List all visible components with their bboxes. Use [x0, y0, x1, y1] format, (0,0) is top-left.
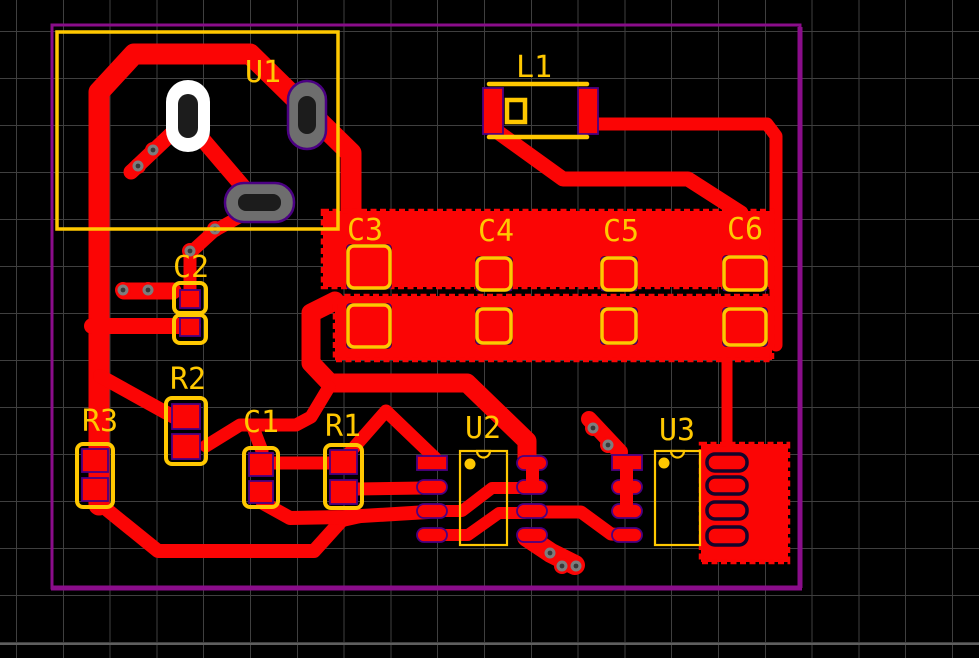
u2-notch: [475, 449, 492, 459]
component-c4[interactable]: [475, 256, 513, 345]
component-r1[interactable]: [323, 443, 364, 510]
via[interactable]: [115, 282, 131, 298]
u2-pin1-dot: [464, 458, 476, 470]
copper-pour-top[interactable]: [320, 208, 775, 290]
via[interactable]: [542, 545, 558, 561]
component-c1[interactable]: [242, 446, 280, 509]
refdes-label-u2[interactable]: U2: [465, 411, 501, 446]
trace[interactable]: [426, 507, 530, 541]
via[interactable]: [568, 558, 584, 574]
trace[interactable]: [88, 43, 362, 516]
l1-pin1-marker: [504, 97, 528, 125]
component-u3-pads[interactable]: [611, 454, 643, 543]
grid-major-line: [0, 643, 979, 645]
trace[interactable]: [93, 369, 181, 424]
via[interactable]: [145, 142, 161, 158]
refdes-label-c1[interactable]: C1: [243, 405, 279, 440]
component-c3[interactable]: [346, 244, 392, 349]
u3-outline[interactable]: [653, 449, 702, 547]
u1-courtyard[interactable]: [55, 30, 340, 231]
refdes-label-u1[interactable]: U1: [245, 55, 281, 90]
trace[interactable]: [199, 380, 336, 453]
trace[interactable]: [487, 122, 749, 221]
refdes-label-l1[interactable]: L1: [516, 50, 552, 85]
refdes-label-c4[interactable]: C4: [478, 214, 514, 249]
via[interactable]: [140, 282, 156, 298]
via[interactable]: [182, 243, 198, 259]
u2-outline[interactable]: [458, 449, 509, 547]
trace[interactable]: [343, 404, 442, 465]
copper-pour-bottom[interactable]: [332, 293, 775, 363]
refdes-label-u3[interactable]: U3: [659, 413, 695, 448]
via[interactable]: [600, 437, 616, 453]
via[interactable]: [585, 420, 601, 436]
pad-hole: [238, 194, 281, 211]
trace[interactable]: [88, 493, 367, 558]
component-u2-pads[interactable]: [416, 455, 548, 543]
refdes-label-r2[interactable]: R2: [170, 362, 206, 397]
pad-hole: [298, 96, 316, 134]
trace[interactable]: [256, 496, 435, 525]
component-c6[interactable]: [722, 255, 768, 347]
refdes-label-c2[interactable]: C2: [173, 250, 209, 285]
via[interactable]: [554, 558, 570, 574]
component-u1-pads[interactable]: [166, 79, 328, 224]
component-u3-pour-pads[interactable]: [705, 452, 749, 547]
component-c5[interactable]: [600, 256, 638, 345]
trace[interactable]: [592, 117, 783, 352]
refdes-label-c6[interactable]: C6: [727, 212, 763, 247]
u3-notch: [669, 449, 686, 459]
refdes-label-r1[interactable]: R1: [325, 409, 361, 444]
component-c2[interactable]: [172, 281, 208, 345]
u3-pin1-dot: [658, 457, 670, 469]
component-r3[interactable]: [75, 442, 115, 509]
silkscreen-outlines: [55, 30, 702, 547]
trace[interactable]: [349, 481, 431, 496]
refdes-labels: U1 L1 C2 C3 C4 C5 C6 R3 R2 C1 R1 U2 U3: [82, 50, 763, 448]
refdes-label-c3[interactable]: C3: [347, 213, 383, 248]
component-l1[interactable]: [482, 81, 599, 140]
pad-hole: [178, 94, 198, 138]
board-outline[interactable]: [50, 23, 803, 591]
refdes-label-c5[interactable]: C5: [603, 214, 639, 249]
refdes-label-r3[interactable]: R3: [82, 404, 118, 439]
component-r2[interactable]: [164, 396, 208, 466]
via[interactable]: [130, 158, 146, 174]
copper-pours[interactable]: [320, 208, 791, 565]
